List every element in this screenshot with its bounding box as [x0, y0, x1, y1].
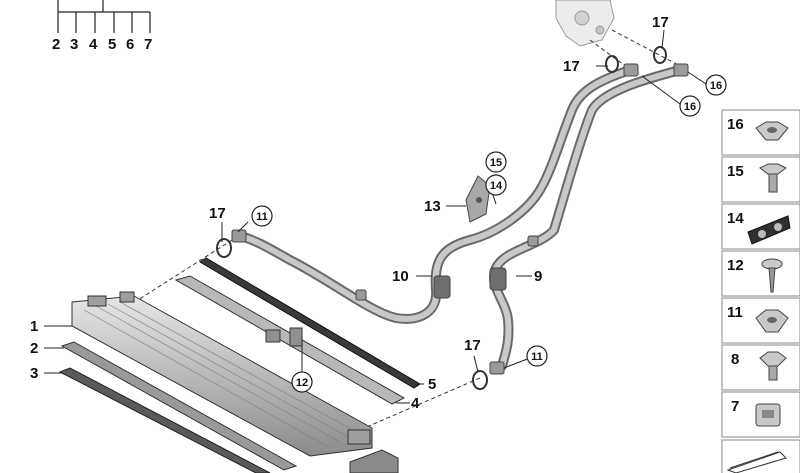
sidebar-item-16-label: 16	[727, 116, 744, 133]
callout-17-left: 17	[209, 205, 226, 222]
legend-label-6: 6	[126, 36, 134, 53]
seal-strip-3	[58, 367, 271, 473]
hex-bolt-short-icon	[759, 351, 787, 381]
callout-2: 2	[30, 340, 38, 357]
o-rings	[216, 46, 667, 390]
sidebar-item-8: 8	[721, 344, 800, 391]
callout-16-top: 16	[705, 74, 727, 96]
sidebar-item-partial	[721, 439, 800, 473]
callout-15: 15	[485, 151, 507, 173]
callout-11-left: 11	[251, 205, 273, 227]
sidebar-item-15-label: 15	[727, 163, 744, 180]
sidebar-item-14-label: 14	[727, 210, 744, 227]
callout-4: 4	[411, 395, 420, 412]
seal-strip-2	[60, 341, 298, 471]
callout-15-text: 15	[490, 157, 502, 169]
callout-13: 13	[424, 198, 441, 215]
arrow-icon	[729, 451, 779, 469]
hex-nut-icon	[755, 309, 789, 333]
legend-label-3: 3	[70, 36, 78, 53]
callout-16-lower: 16	[679, 95, 701, 117]
callout-11-left-text: 11	[256, 211, 268, 223]
bracket-13	[465, 175, 491, 223]
small-parts-sidebar: 16 15 14 12	[721, 109, 800, 473]
double-clip-icon	[747, 215, 791, 245]
engine-housing	[555, 0, 615, 47]
hose-9	[489, 65, 685, 371]
clip-icon	[755, 403, 781, 427]
callout-3: 3	[30, 365, 38, 382]
callout-12-text: 12	[296, 377, 308, 389]
callout-1: 1	[30, 318, 38, 335]
callout-16-top-text: 16	[710, 80, 722, 92]
callout-11-right: 11	[526, 345, 548, 367]
callout-10: 10	[392, 268, 409, 285]
callout-17-lower: 17	[464, 337, 481, 354]
hex-bolt-icon	[759, 163, 787, 193]
sidebar-item-12-label: 12	[727, 257, 744, 274]
screw-icon	[761, 258, 783, 293]
sidebar-item-15: 15	[721, 156, 800, 203]
sidebar-item-7-label: 7	[731, 398, 739, 415]
callout-16-lower-text: 16	[684, 101, 696, 113]
legend-label-4: 4	[89, 36, 98, 53]
legend-label-5: 5	[108, 36, 116, 53]
hex-flange-nut-icon	[755, 121, 789, 141]
callout-9: 9	[534, 268, 542, 285]
sidebar-item-11: 11	[721, 297, 800, 344]
callout-12: 12	[291, 371, 313, 393]
sidebar-item-12: 12	[721, 250, 800, 297]
callout-11-right-text: 11	[531, 351, 543, 363]
legend-bracket: 2 3 4 5 6 7	[52, 0, 152, 53]
connection-guides	[137, 29, 685, 433]
callout-14-text: 14	[490, 180, 503, 192]
callout-5: 5	[428, 376, 436, 393]
legend-label-2: 2	[52, 36, 60, 53]
sidebar-item-8-label: 8	[731, 351, 739, 368]
leader-lines	[44, 29, 707, 404]
callout-14: 14	[485, 174, 507, 196]
sidebar-item-16: 16	[721, 109, 800, 156]
sidebar-item-7: 7	[721, 391, 800, 438]
callout-17-mid: 17	[563, 58, 580, 75]
sidebar-item-11-label: 11	[727, 304, 743, 321]
sidebar-item-14: 14	[721, 203, 800, 250]
lower-bracket	[349, 449, 399, 473]
legend-label-7: 7	[144, 36, 152, 53]
callout-17-top: 17	[652, 14, 669, 31]
